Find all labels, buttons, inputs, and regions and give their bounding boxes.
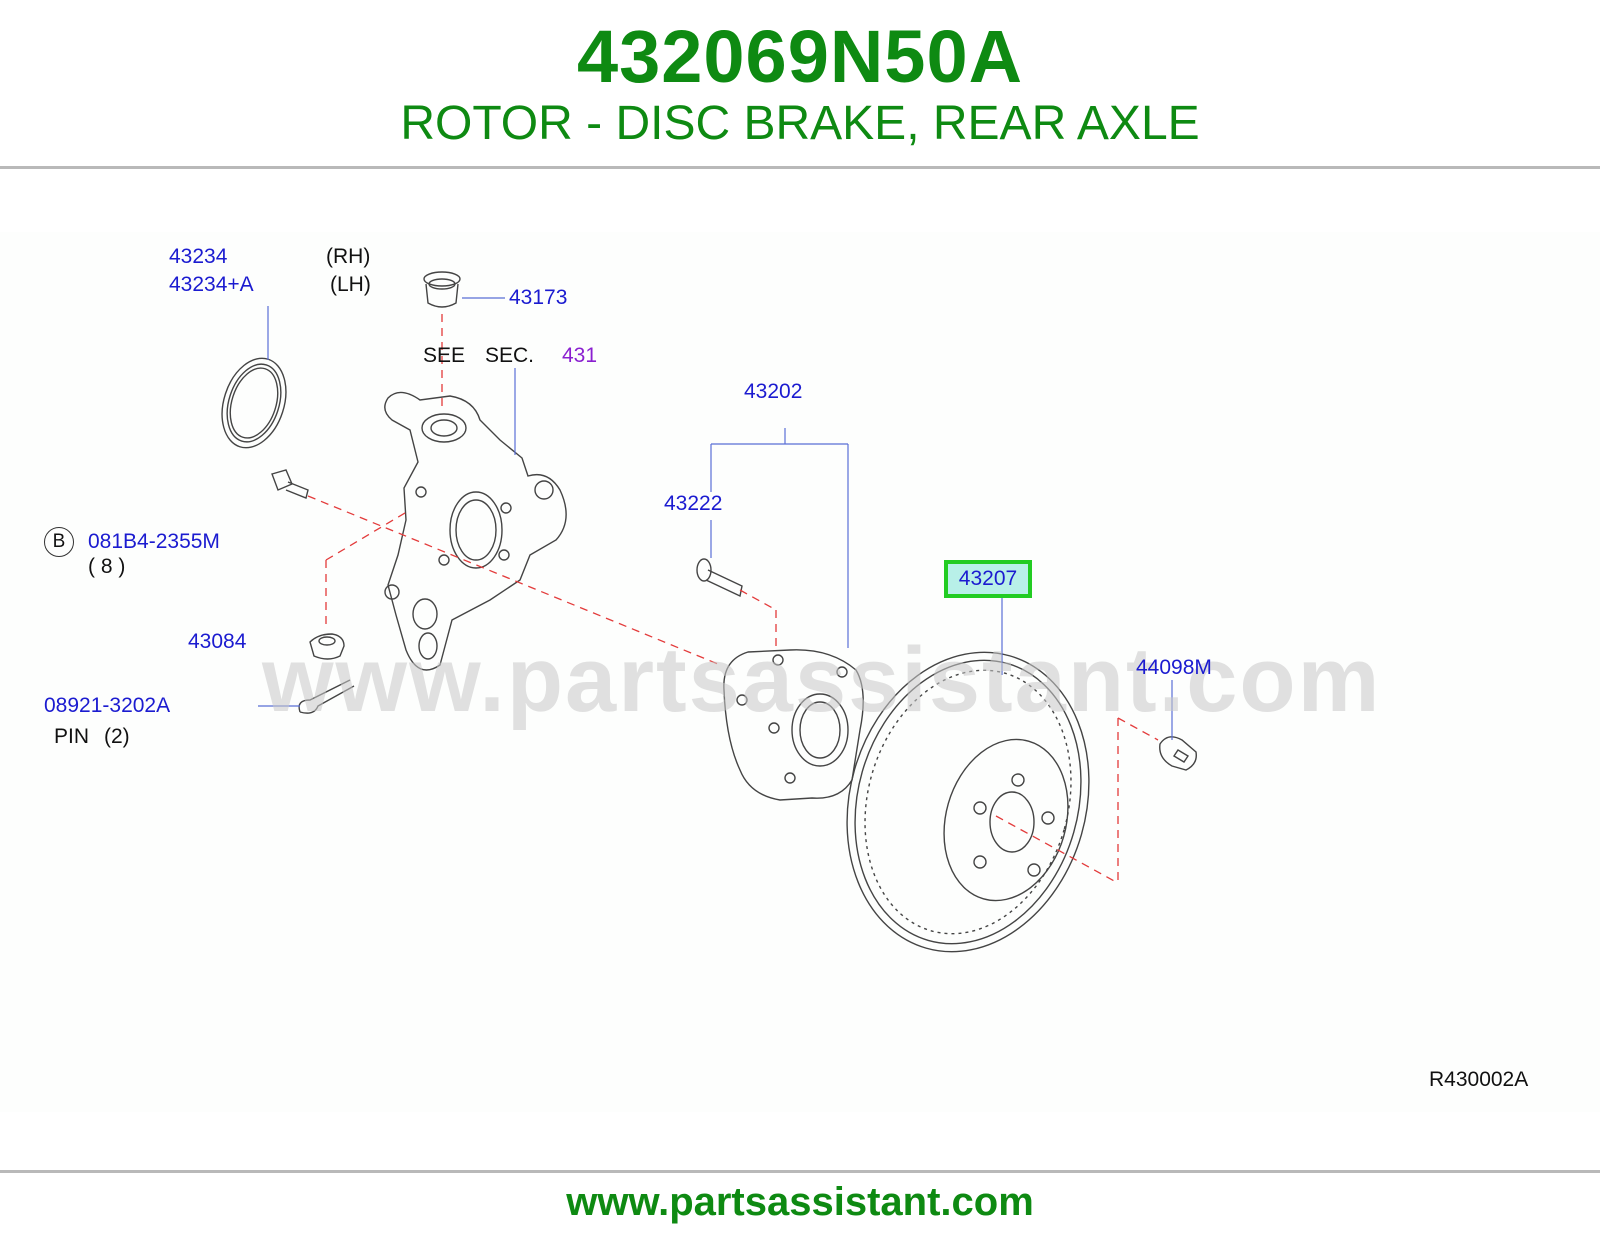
callout-hub-assembly[interactable]: 43202 <box>744 380 803 403</box>
cap-drawing <box>423 271 461 308</box>
callout-hub-bolt[interactable]: 43222 <box>664 492 723 515</box>
side-rh-label: (RH) <box>326 245 371 268</box>
watermark-text: www.partsassistant.com <box>262 629 1382 731</box>
callout-rotor-label: 43207 <box>958 567 1018 590</box>
pin-label: PIN <box>54 725 90 748</box>
hub-bolt-drawing <box>696 558 743 598</box>
bolt-quantity: ( 8 ) <box>88 555 126 578</box>
section-reference-link[interactable]: 431 <box>562 344 598 367</box>
header-divider <box>0 166 1600 169</box>
callout-cap[interactable]: 43173 <box>509 286 568 309</box>
plug-drawing <box>1159 736 1197 771</box>
seal-ring-drawing <box>221 357 287 449</box>
brake-rotor-drawing <box>846 651 1090 953</box>
see-label: SEE <box>423 344 466 367</box>
callout-bolt[interactable]: 081B4-2355M <box>88 530 220 553</box>
knuckle-drawing <box>384 391 567 671</box>
cotter-pin-drawing <box>298 679 355 714</box>
diagram-reference-code: R430002A <box>1429 1068 1529 1091</box>
side-lh-label: (LH) <box>330 273 371 296</box>
callout-rotor-highlighted[interactable]: 43207 <box>944 560 1032 598</box>
nut-drawing <box>309 633 345 660</box>
parts-diagram-area <box>0 232 1600 1112</box>
part-description: ROTOR - DISC BRAKE, REAR AXLE <box>400 97 1200 150</box>
sec-label: SEC. <box>485 344 535 367</box>
callout-seal-lh[interactable]: 43234+A <box>169 273 254 296</box>
callout-plug[interactable]: 44098M <box>1136 656 1212 679</box>
footer-divider <box>0 1170 1600 1173</box>
footer-website-link[interactable]: www.partsassistant.com <box>566 1180 1034 1224</box>
callout-seal-rh[interactable]: 43234 <box>169 245 228 268</box>
callout-nut[interactable]: 43084 <box>188 630 247 653</box>
part-number-title: 432069N50A <box>576 15 1024 98</box>
page-header: 432069N50A ROTOR - DISC BRAKE, REAR AXLE <box>0 0 1600 168</box>
pin-quantity: (2) <box>104 725 130 748</box>
bolt-group-b-marker: B <box>44 527 74 557</box>
bolt-drawing <box>271 469 309 499</box>
callout-pin[interactable]: 08921-3202A <box>44 694 171 717</box>
